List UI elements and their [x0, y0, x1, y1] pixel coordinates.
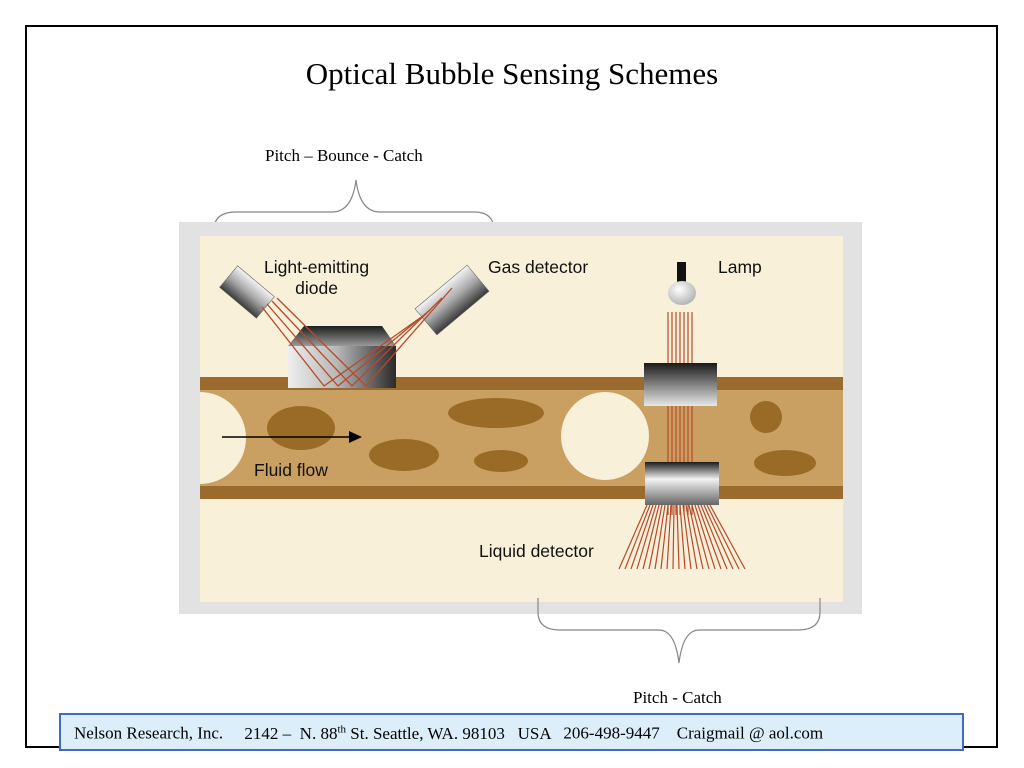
particle — [448, 398, 544, 428]
footer-company: Nelson Research, Inc. — [74, 723, 224, 743]
liquid-detector-block — [645, 462, 719, 505]
particle — [369, 439, 439, 471]
lamp-label: Lamp — [718, 257, 762, 277]
lamp-bulb — [668, 281, 696, 305]
pitch-bounce-catch-label: Pitch – Bounce - Catch — [265, 146, 423, 165]
led-label-line1: Light-emitting — [264, 257, 370, 277]
pipe-wall-bottom — [200, 486, 843, 499]
gas-detector — [414, 264, 490, 336]
led-emitter — [219, 265, 275, 319]
spread-beams — [618, 504, 746, 570]
lamp-stem — [677, 262, 686, 283]
top-brace — [213, 179, 495, 244]
slide-title: Optical Bubble Sensing Schemes — [305, 56, 719, 91]
pitch-catch-label: Pitch - Catch — [633, 688, 722, 707]
particle — [754, 450, 816, 476]
lamp-window-block — [644, 363, 717, 406]
flow-arrowhead — [349, 431, 362, 443]
footer-address: 2142 – N. 88th St. Seattle, WA. 98103 US… — [244, 723, 551, 743]
footer-address-pre: 2142 – N. 88 — [244, 723, 338, 743]
footer-bar: Nelson Research, Inc. 2142 – N. 88th St.… — [59, 713, 964, 751]
prism-top — [288, 326, 396, 346]
bubble — [561, 392, 649, 480]
bubble-left — [200, 392, 246, 484]
footer-address-post: St. Seattle, WA. 98103 USA — [346, 723, 551, 743]
liquid-detector-label: Liquid detector — [479, 541, 594, 561]
footer-address-sup: th — [337, 723, 347, 735]
bounce-beams — [261, 287, 453, 387]
particle — [750, 401, 782, 433]
led-label: Light-emitting diode — [264, 257, 369, 299]
footer-email: Craigmail @ aol.com — [676, 723, 824, 743]
particle — [267, 406, 335, 450]
footer-phone: 206-498-9447 — [563, 723, 660, 743]
gas-detector-label: Gas detector — [488, 257, 589, 277]
fluid-flow-label: Fluid flow — [254, 460, 328, 480]
particle — [474, 450, 528, 472]
bottom-brace — [537, 598, 821, 664]
led-label-line2: diode — [295, 278, 338, 298]
